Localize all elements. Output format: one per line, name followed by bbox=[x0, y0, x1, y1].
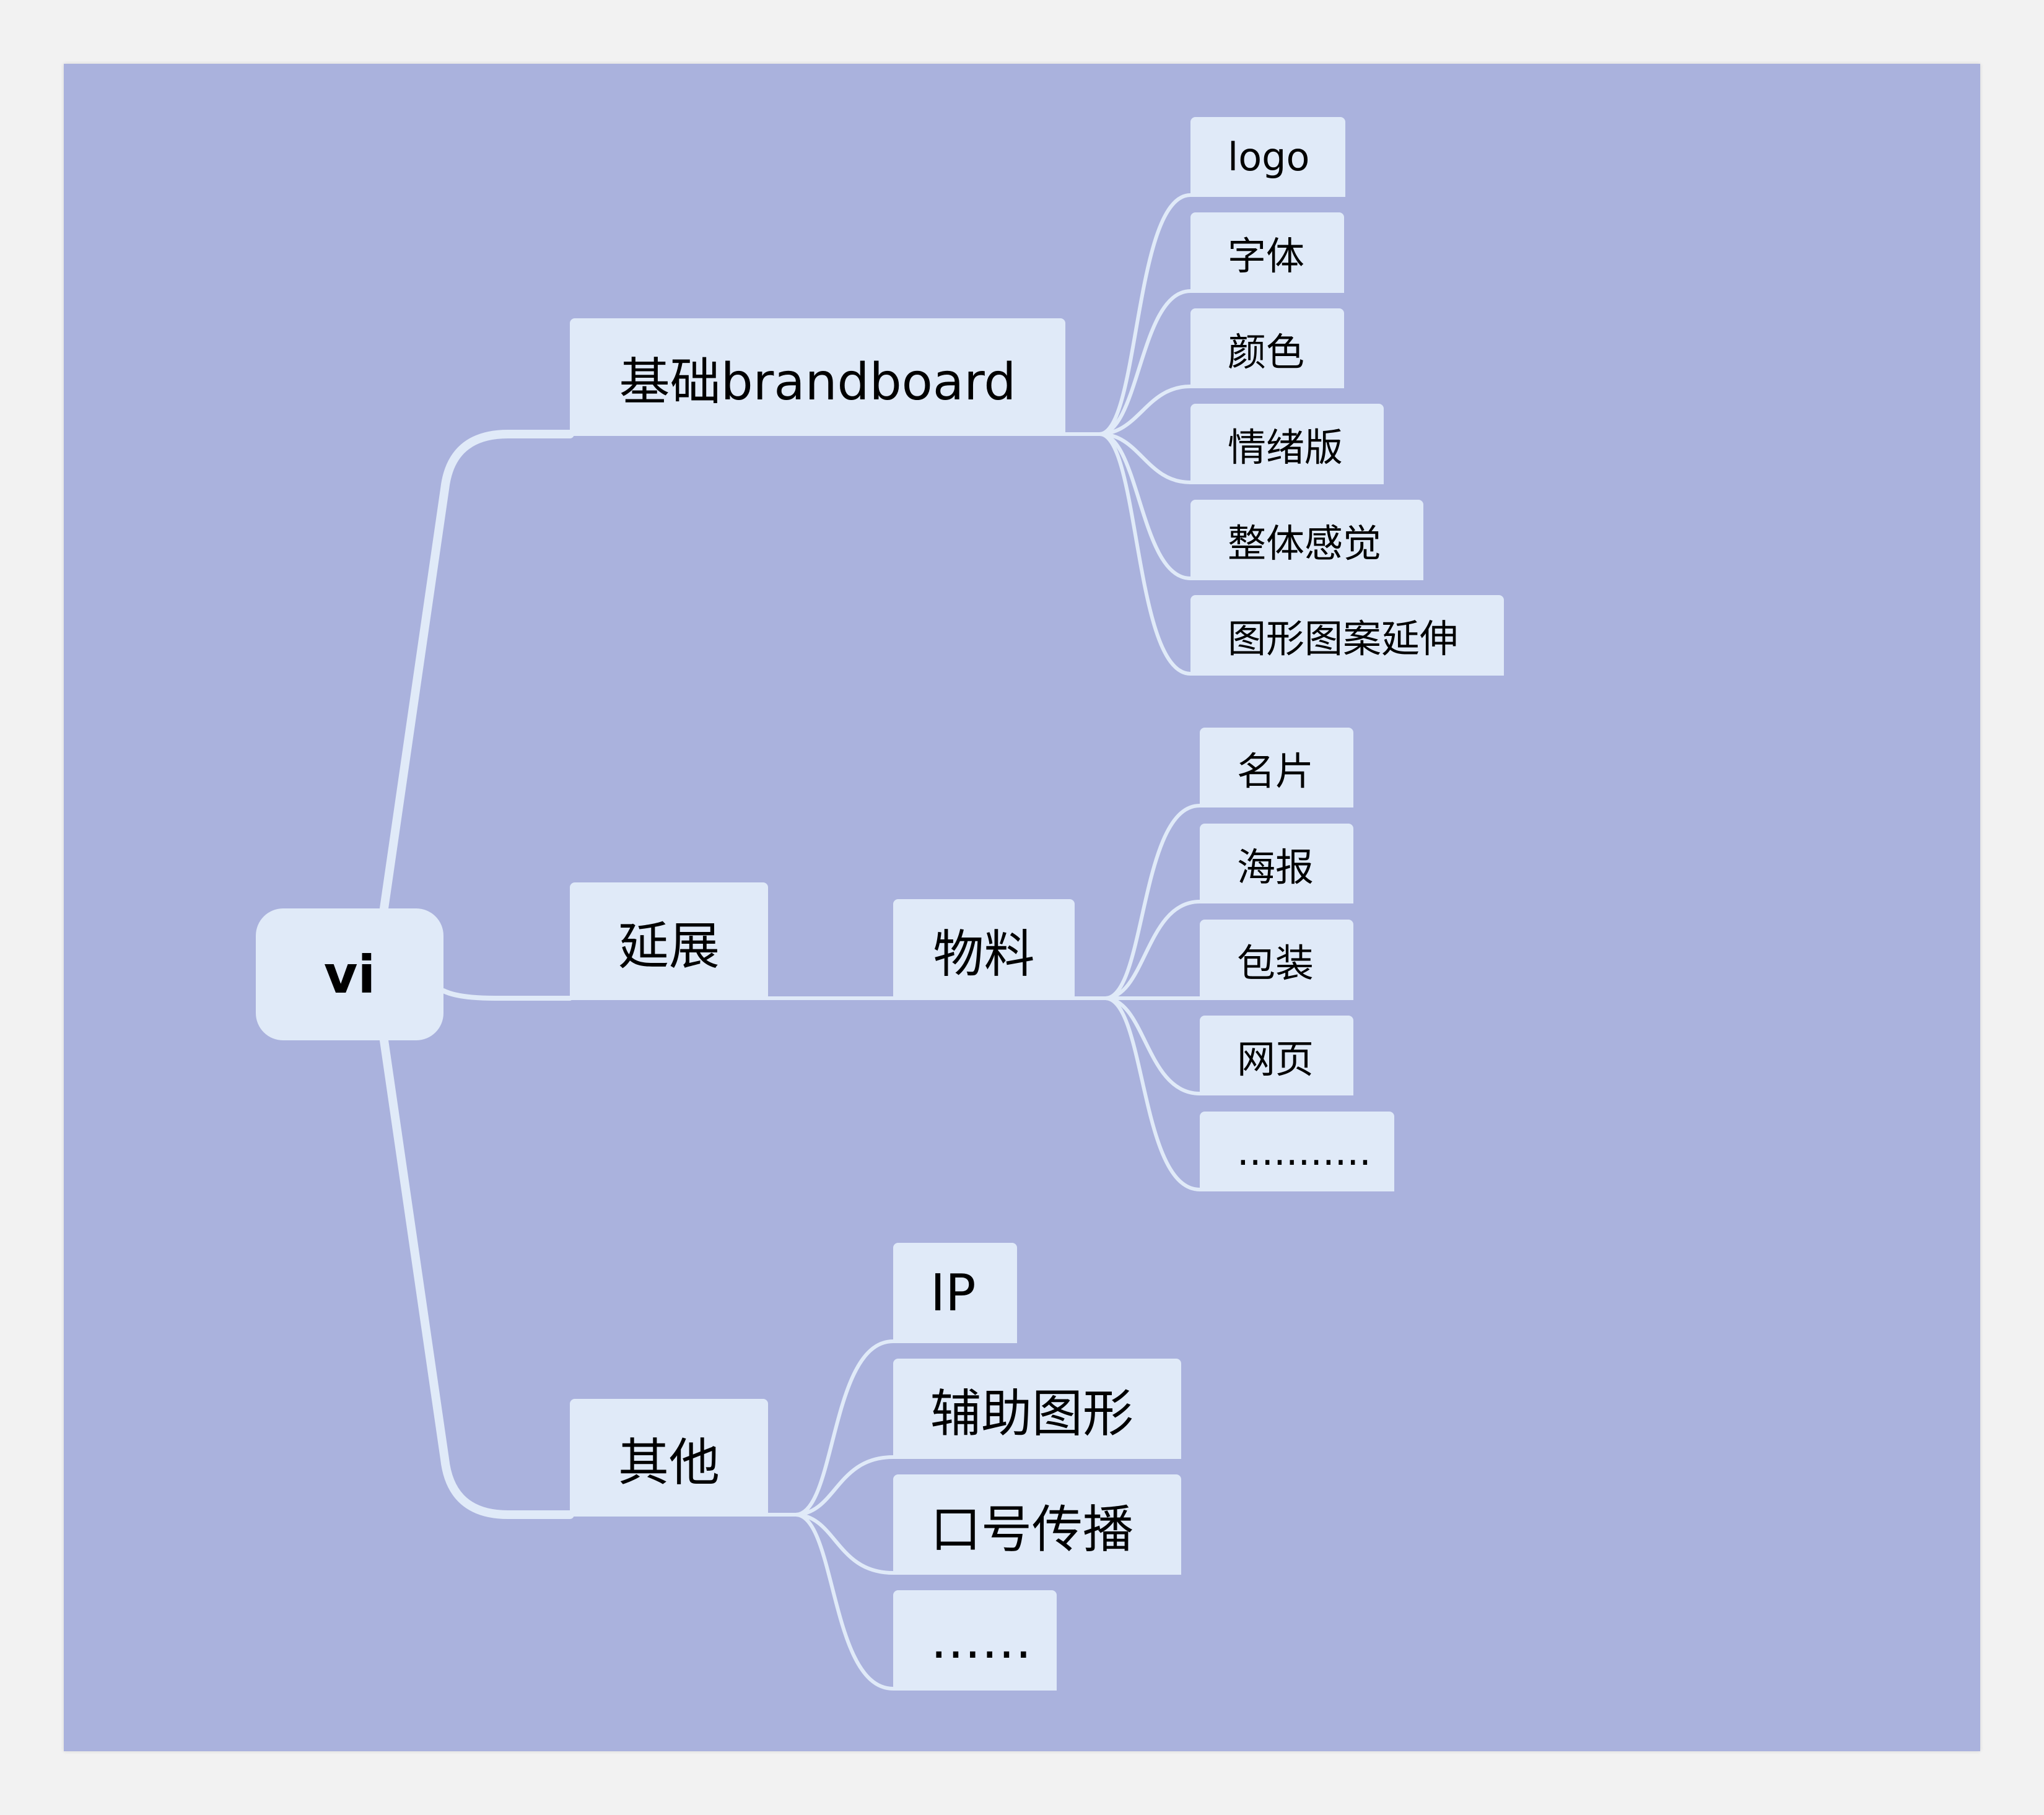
root-node-vi[interactable]: vi bbox=[256, 908, 443, 1040]
leaf-node-overall-feel[interactable]: 整体感觉 bbox=[1190, 500, 1423, 580]
branch-label: 其他 bbox=[618, 1433, 720, 1492]
leaf-label: 包装 bbox=[1237, 941, 1314, 986]
leaf-label: IP bbox=[930, 1263, 976, 1323]
leaf-node-pattern-extension[interactable]: 图形图案延伸 bbox=[1190, 595, 1504, 676]
leaf-node-webpage[interactable]: 网页 bbox=[1200, 1016, 1353, 1095]
leaf-label: logo bbox=[1228, 134, 1310, 180]
leaf-node-color[interactable]: 颜色 bbox=[1190, 308, 1344, 388]
leaf-label: 整体感觉 bbox=[1228, 521, 1382, 566]
leaf-label: 口号传播 bbox=[930, 1500, 1134, 1559]
sub-node-materials[interactable]: 物料 bbox=[893, 899, 1075, 1000]
leaf-label: 颜色 bbox=[1228, 329, 1305, 375]
leaf-node-moodboard[interactable]: 情绪版 bbox=[1190, 404, 1384, 484]
leaf-label: 网页 bbox=[1237, 1036, 1314, 1082]
leaf-node-business-card[interactable]: 名片 bbox=[1200, 728, 1353, 807]
leaf-label: 辅助图形 bbox=[930, 1384, 1134, 1443]
leaf-node-logo[interactable]: logo bbox=[1190, 117, 1345, 197]
leaf-node-poster[interactable]: 海报 bbox=[1200, 824, 1353, 903]
leaf-node-ellipsis[interactable]: …… bbox=[893, 1590, 1057, 1691]
leaf-label: …… bbox=[930, 1611, 1032, 1670]
sub-label: 物料 bbox=[933, 925, 1035, 984]
leaf-label: 图形图案延伸 bbox=[1228, 616, 1459, 661]
leaf-node-ellipsis[interactable]: ........... bbox=[1200, 1112, 1394, 1191]
leaf-label: 情绪版 bbox=[1228, 425, 1343, 470]
root-label: vi bbox=[323, 944, 376, 1005]
branch-node-extension[interactable]: 延展 bbox=[570, 882, 768, 1000]
leaf-node-auxiliary-graphics[interactable]: 辅助图形 bbox=[893, 1359, 1181, 1459]
leaf-label: 海报 bbox=[1237, 844, 1314, 890]
leaf-label: 名片 bbox=[1237, 748, 1314, 794]
leaf-node-packaging[interactable]: 包装 bbox=[1200, 920, 1353, 1000]
leaf-label: ........... bbox=[1237, 1129, 1371, 1174]
branch-node-others[interactable]: 其他 bbox=[570, 1399, 768, 1517]
branch-node-brandboard[interactable]: 基础brandboard bbox=[570, 318, 1065, 436]
leaf-label: 字体 bbox=[1228, 233, 1305, 279]
branch-label: 基础brandboard bbox=[619, 352, 1016, 412]
leaf-node-ip[interactable]: IP bbox=[893, 1243, 1017, 1343]
leaf-node-font[interactable]: 字体 bbox=[1190, 212, 1344, 293]
leaf-node-slogan-spread[interactable]: 口号传播 bbox=[893, 1474, 1181, 1575]
branch-label: 延展 bbox=[618, 916, 720, 976]
